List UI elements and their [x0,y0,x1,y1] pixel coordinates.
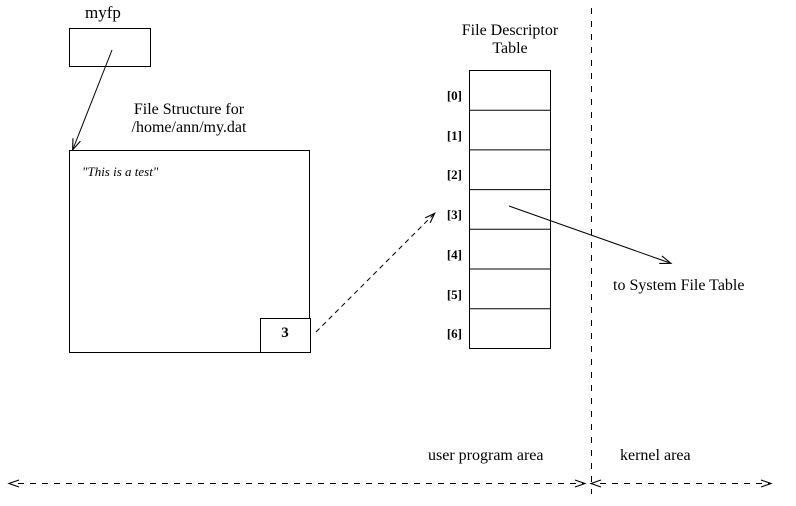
fd-table-index-3: [3] [446,207,462,223]
myfp-to-file-structure-arrow [72,49,113,152]
fd-table-index-4: [4] [446,246,462,262]
fd-table-title-line1: File Descriptor [461,22,559,39]
fd-table-index-0: [0] [446,88,462,103]
fd-slot-to-system-file-table-arrow [508,205,673,264]
file-structure-fd-field-box [260,318,311,353]
fd-table-title: File Descriptor Table [420,22,600,58]
file-structure-title: File Structure for /home/ann/my.dat [69,101,309,137]
myfp-label: myfp [85,3,121,22]
fd-table-index-5: [5] [446,286,462,302]
fd-table-index-1: [1] [446,127,462,143]
file-structure-fd-value: 3 [281,325,289,341]
file-structure-title-line1: File Structure for [133,101,245,118]
fd-value-to-table-arrow [315,212,436,333]
fd-table-index-2: [2] [446,167,462,183]
system-file-table-label: to System File Table [613,277,745,294]
file-structure-buffer-text: "This is a test" [82,164,159,179]
myfp-box [69,28,151,67]
fd-table-index-6: [6] [446,326,462,342]
fd-table-title-line2: Table [492,39,528,57]
user-program-area-label: user program area [428,447,544,464]
file-structure-title-line2: /home/ann/my.dat [131,118,247,136]
kernel-area-label: kernel area [620,447,691,464]
fd-table-box [469,70,551,349]
